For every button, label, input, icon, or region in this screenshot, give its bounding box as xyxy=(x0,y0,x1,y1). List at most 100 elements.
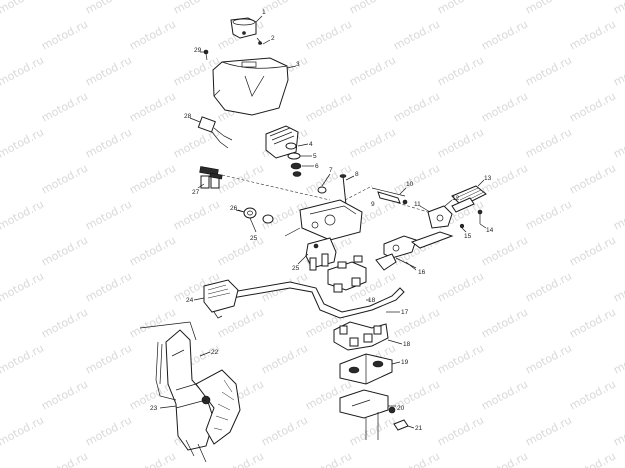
watermark-text: motod.ru xyxy=(0,341,46,376)
watermark-text: motod.ru xyxy=(611,413,625,448)
watermark-text: motod.ru xyxy=(171,0,222,17)
watermark-text: motod.ru xyxy=(171,125,222,160)
watermark-text: motod.ru xyxy=(523,0,574,17)
callout-19: 19 xyxy=(401,359,409,366)
watermark-text: motod.ru xyxy=(259,0,310,17)
callout-28: 28 xyxy=(184,113,192,120)
watermark-text: motod.ru xyxy=(83,341,134,376)
watermark-text: motod.ru xyxy=(435,53,486,88)
watermark-text: motod.ru xyxy=(83,413,134,448)
callout-3: 3 xyxy=(296,61,300,68)
callout-1: 1 xyxy=(262,9,266,16)
callout-17: 17 xyxy=(401,309,409,316)
watermark-text: motod.ru xyxy=(479,17,530,52)
watermark-text: motod.ru xyxy=(479,449,530,468)
watermark-text: motod.ru xyxy=(347,413,398,448)
watermark-text: motod.ru xyxy=(0,125,46,160)
callout-29: 29 xyxy=(194,47,202,54)
callout-2: 2 xyxy=(271,35,275,42)
watermark-text: motod.ru xyxy=(611,125,625,160)
watermark-text: motod.ru xyxy=(567,377,618,412)
watermark-text: motod.ru xyxy=(0,413,46,448)
watermark-text: motod.ru xyxy=(39,17,90,52)
watermark-text: motod.ru xyxy=(83,53,134,88)
callout-4: 4 xyxy=(309,141,313,148)
watermark-text: motod.ru xyxy=(0,161,2,196)
watermark-text: motod.ru xyxy=(479,305,530,340)
throttle-grip-part xyxy=(451,185,487,213)
callout-14: 14 xyxy=(486,227,494,234)
callout-12: 12 xyxy=(452,195,460,202)
watermark-text: motod.ru xyxy=(127,89,178,124)
leader-lines xyxy=(159,15,487,429)
watermark-text: motod.ru xyxy=(435,125,486,160)
watermark-text: motod.ru xyxy=(567,233,618,268)
watermark-text: motod.ru xyxy=(611,53,625,88)
callout-18-lower: 18 xyxy=(403,341,411,348)
watermark-text: motod.ru xyxy=(347,53,398,88)
pod-housing-part xyxy=(212,57,289,116)
watermark-text: motod.ru xyxy=(127,449,178,468)
watermark-text: motod.ru xyxy=(215,161,266,196)
watermark-text: motod.ru xyxy=(39,449,90,468)
watermark-text: motod.ru xyxy=(39,377,90,412)
fastener-2-part xyxy=(256,37,263,45)
callout-9: 9 xyxy=(371,201,375,208)
callout-21: 21 xyxy=(415,425,423,432)
watermark-text: motod.ru xyxy=(0,233,2,268)
callout-24: 24 xyxy=(186,297,194,304)
watermark-text: motod.ru xyxy=(0,305,2,340)
watermark-text: motod.ru xyxy=(523,269,574,304)
steering-arm-part xyxy=(175,369,241,445)
watermark-text: motod.ru xyxy=(171,197,222,232)
left-control-part xyxy=(203,279,239,319)
watermark-text: motod.ru xyxy=(391,17,442,52)
watermark-text: motod.ru xyxy=(83,197,134,232)
watermark-text: motod.ru xyxy=(435,269,486,304)
handlebar-part xyxy=(231,281,405,319)
brake-lever-part xyxy=(383,231,454,259)
watermark-text: motod.ru xyxy=(259,413,310,448)
callout-25-right: 25 xyxy=(292,265,300,272)
watermark-text: motod.ru xyxy=(391,89,442,124)
callout-7: 7 xyxy=(329,167,333,174)
watermark-text: motod.ru xyxy=(39,89,90,124)
watermark-text: motod.ru xyxy=(567,17,618,52)
watermark-text: motod.ru xyxy=(479,377,530,412)
callout-8: 8 xyxy=(355,171,359,178)
watermark-text: motod.ru xyxy=(611,269,625,304)
callout-23: 23 xyxy=(150,405,158,412)
watermark-text: motod.ru xyxy=(0,17,2,52)
watermark-text: motod.ru xyxy=(0,197,46,232)
watermark-text: motod.ru xyxy=(523,197,574,232)
watermark-text: motod.ru xyxy=(215,233,266,268)
watermark-text: motod.ru xyxy=(0,53,46,88)
watermark-text: motod.ru xyxy=(0,0,46,17)
callout-25-left: 25 xyxy=(250,235,258,242)
callout-labels: 1 2 3 29 28 4 5 6 7 8 9 10 11 12 13 14 1… xyxy=(150,9,494,432)
watermark-text: motod.ru xyxy=(523,413,574,448)
callout-26: 26 xyxy=(230,205,238,212)
watermark-text: motod.ru xyxy=(567,305,618,340)
callout-5: 5 xyxy=(313,153,317,160)
watermark-text: motod.ru xyxy=(0,269,46,304)
mount-plate-part xyxy=(339,389,389,440)
callout-10: 10 xyxy=(406,181,414,188)
watermark-text: motod.ru xyxy=(611,341,625,376)
callout-13: 13 xyxy=(484,175,492,182)
watermark-text: motod.ru xyxy=(127,17,178,52)
watermark-text: motod.ru xyxy=(567,449,618,468)
ignition-module-part xyxy=(305,237,337,271)
nut-20-part xyxy=(388,406,396,414)
callout-27: 27 xyxy=(192,189,200,196)
watermark-text: motod.ru xyxy=(0,89,2,124)
watermark-text: motod.ru xyxy=(523,125,574,160)
watermark-text: motod.ru xyxy=(435,341,486,376)
callout-20: 20 xyxy=(397,405,405,412)
watermark-text: motod.ru xyxy=(303,449,354,468)
watermark-text: motod.ru xyxy=(0,377,2,412)
callout-18-upper: 18 xyxy=(368,297,376,304)
